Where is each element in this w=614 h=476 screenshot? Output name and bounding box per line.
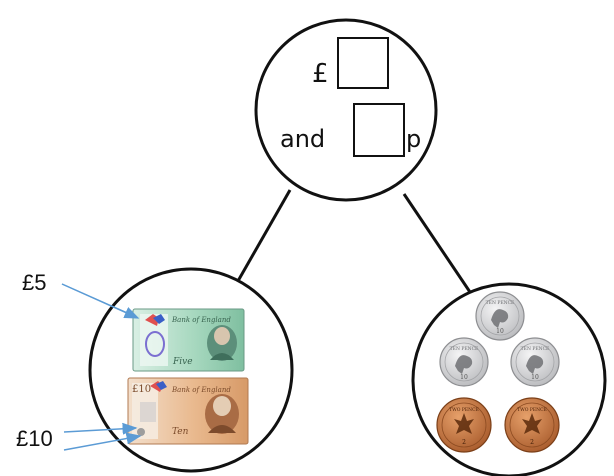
ten-pence-coin: 10 TEN PENCE (510, 337, 560, 387)
connector-left (228, 189, 292, 296)
ten-pence-coin: 10 TEN PENCE (475, 291, 525, 341)
ten-pound-arrow-a (63, 422, 138, 435)
ten-pence-value: 10 (460, 374, 468, 381)
svg-text:Bank of England: Bank of England (171, 386, 231, 394)
two-pence-lettering: TWO PENCE (449, 407, 479, 413)
ten-pence-lettering: TEN PENCE (521, 346, 550, 352)
ten-pence-coin: 10 TEN PENCE (439, 337, 489, 387)
five-pound-label: £5 (22, 270, 46, 295)
two-pence-coin: 2 TWO PENCE (504, 397, 560, 453)
svg-text:Five: Five (172, 357, 193, 367)
whole-circle: £ and p (254, 18, 438, 202)
svg-text:£10: £10 (132, 384, 151, 395)
pence-answer-box[interactable] (353, 103, 405, 157)
connector-right (402, 193, 476, 299)
and-text: and (280, 125, 325, 153)
ten-pound-label: £10 (16, 426, 53, 451)
svg-text:Bank of England: Bank of England (171, 316, 231, 324)
ten-pence-lettering: TEN PENCE (486, 300, 515, 306)
ten-pound-arrow-b (63, 432, 142, 451)
ten-pence-value: 10 (531, 374, 539, 381)
two-pence-value: 2 (462, 439, 466, 446)
two-pence-coin: 2 TWO PENCE (436, 397, 492, 453)
ten-pence-lettering: TEN PENCE (450, 346, 479, 352)
pounds-answer-box[interactable] (337, 37, 389, 89)
svg-text:Ten: Ten (172, 427, 189, 437)
two-pence-value: 2 (530, 439, 534, 446)
two-pence-lettering: TWO PENCE (517, 407, 547, 413)
five-pound-arrow-b (61, 283, 131, 315)
ten-pound-note: £10 Bank of England Ten (127, 377, 249, 445)
pound-symbol: £ (312, 59, 329, 89)
pence-symbol: p (406, 125, 421, 153)
notes-circle: Bank of England Five £10 Bank of England… (88, 267, 294, 473)
ten-pence-value: 10 (496, 328, 504, 335)
five-pound-note: Bank of England Five (132, 308, 245, 372)
